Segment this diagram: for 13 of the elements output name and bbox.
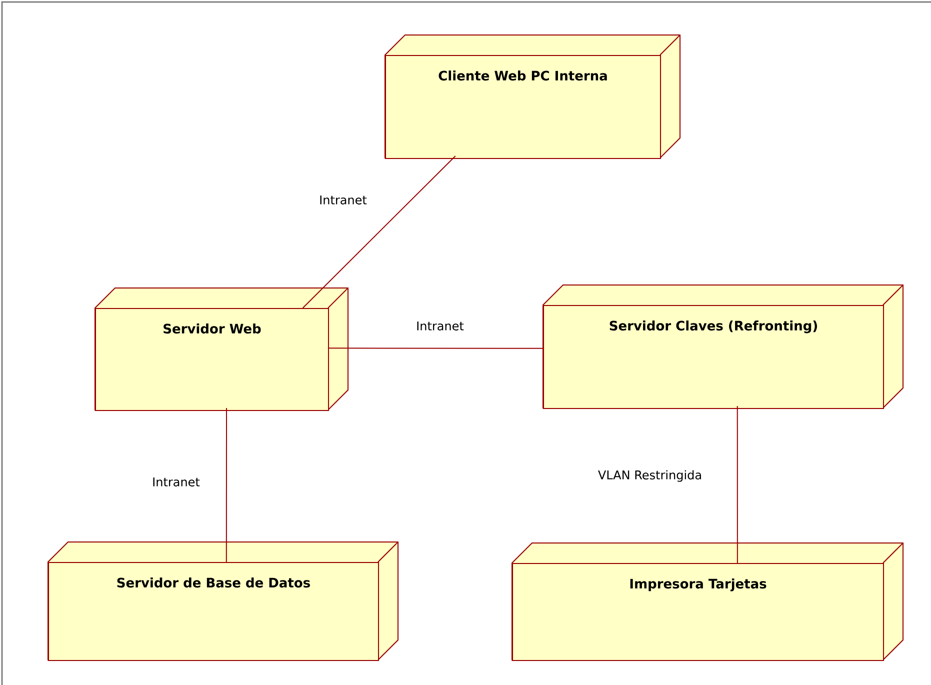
edge-label: Intranet bbox=[318, 194, 368, 206]
node-box: Servidor de Base de Datos bbox=[48, 542, 398, 661]
edge-label: Intranet bbox=[415, 320, 465, 332]
connector-line bbox=[328, 348, 544, 349]
edge-label: VLAN Restringida bbox=[596, 469, 704, 483]
node-box: Servidor Web bbox=[94, 288, 348, 411]
node-box: Impresora Tarjetas bbox=[512, 542, 904, 661]
node-box: Cliente Web PC Interna bbox=[384, 34, 680, 159]
connector-line bbox=[226, 408, 227, 562]
node-box: Servidor Claves (Refronting) bbox=[542, 284, 904, 409]
connector-line bbox=[736, 406, 738, 564]
connector-line bbox=[302, 156, 456, 308]
edge-label: Intranet bbox=[151, 476, 201, 488]
